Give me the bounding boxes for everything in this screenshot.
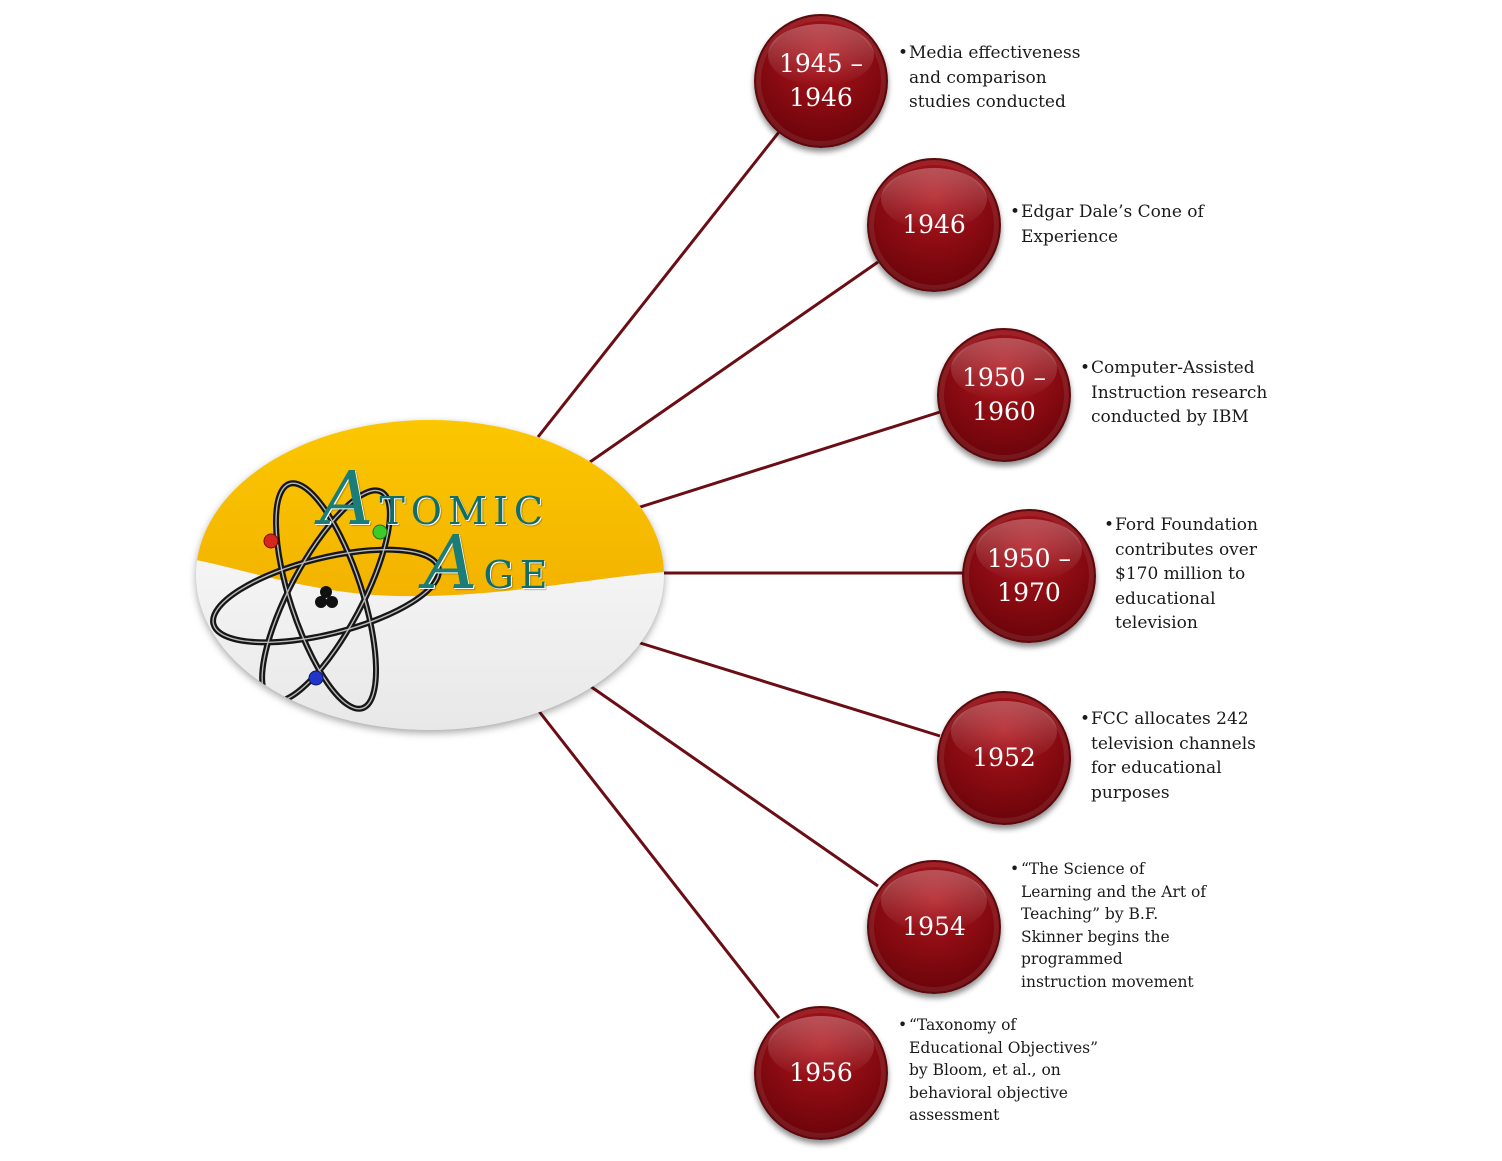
year-node-1952: 1952 [937, 691, 1071, 825]
year-node-1954: 1954 [867, 860, 1001, 994]
electron-blue [308, 670, 324, 686]
bullet-marker: • [1104, 515, 1115, 535]
connector-line [636, 640, 941, 738]
year-node-1950-1970: 1950 – 1970 [962, 509, 1096, 643]
bullet-marker: • [1080, 709, 1091, 729]
bullet-marker: • [1010, 860, 1020, 878]
logo-title-line2: AGE [424, 520, 554, 606]
event-description: • Edgar Dale’s Cone of Experience [1010, 202, 1204, 247]
connector-line [636, 410, 941, 510]
bullet-marker: • [1010, 202, 1021, 222]
event-description: • FCC allocates 242 television channels … [1080, 709, 1256, 803]
atom-graphic [196, 420, 664, 730]
year-label: 1956 [789, 1058, 853, 1087]
year-label: 1945 – 1946 [778, 49, 864, 112]
year-node-1950-1960: 1950 – 1960 [937, 328, 1071, 462]
event-description: • Ford Foundation contributes over $170 … [1104, 515, 1258, 633]
event-description: • “Taxonomy of Educational Objectives” b… [898, 1016, 1099, 1124]
event-description: • Media effectiveness and comparison stu… [898, 43, 1081, 112]
event-description: • Computer-Assisted Instruction research… [1080, 358, 1268, 427]
year-label: 1952 [972, 743, 1036, 772]
year-label: 1950 – 1970 [986, 544, 1072, 607]
logo-title-line1: ATOMIC [320, 456, 549, 542]
year-node-1945-1946: 1945 – 1946 [754, 14, 888, 148]
year-label: 1946 [902, 210, 966, 239]
electron-green [372, 524, 388, 540]
connector-line [536, 709, 781, 1019]
year-label: 1954 [902, 912, 966, 941]
year-node-1956: 1956 [754, 1006, 888, 1140]
bullet-marker: • [1080, 358, 1091, 378]
bullet-marker: • [898, 1016, 908, 1034]
year-node-1946: 1946 [867, 158, 1001, 292]
year-label: 1950 – 1960 [961, 363, 1047, 426]
atomic-age-logo: ATOMIC AGE [196, 420, 664, 730]
connector-line [536, 131, 781, 438]
event-description: • “The Science of Learning and the Art o… [1010, 860, 1207, 991]
electron-red [263, 533, 279, 549]
bullet-marker: • [898, 43, 909, 63]
